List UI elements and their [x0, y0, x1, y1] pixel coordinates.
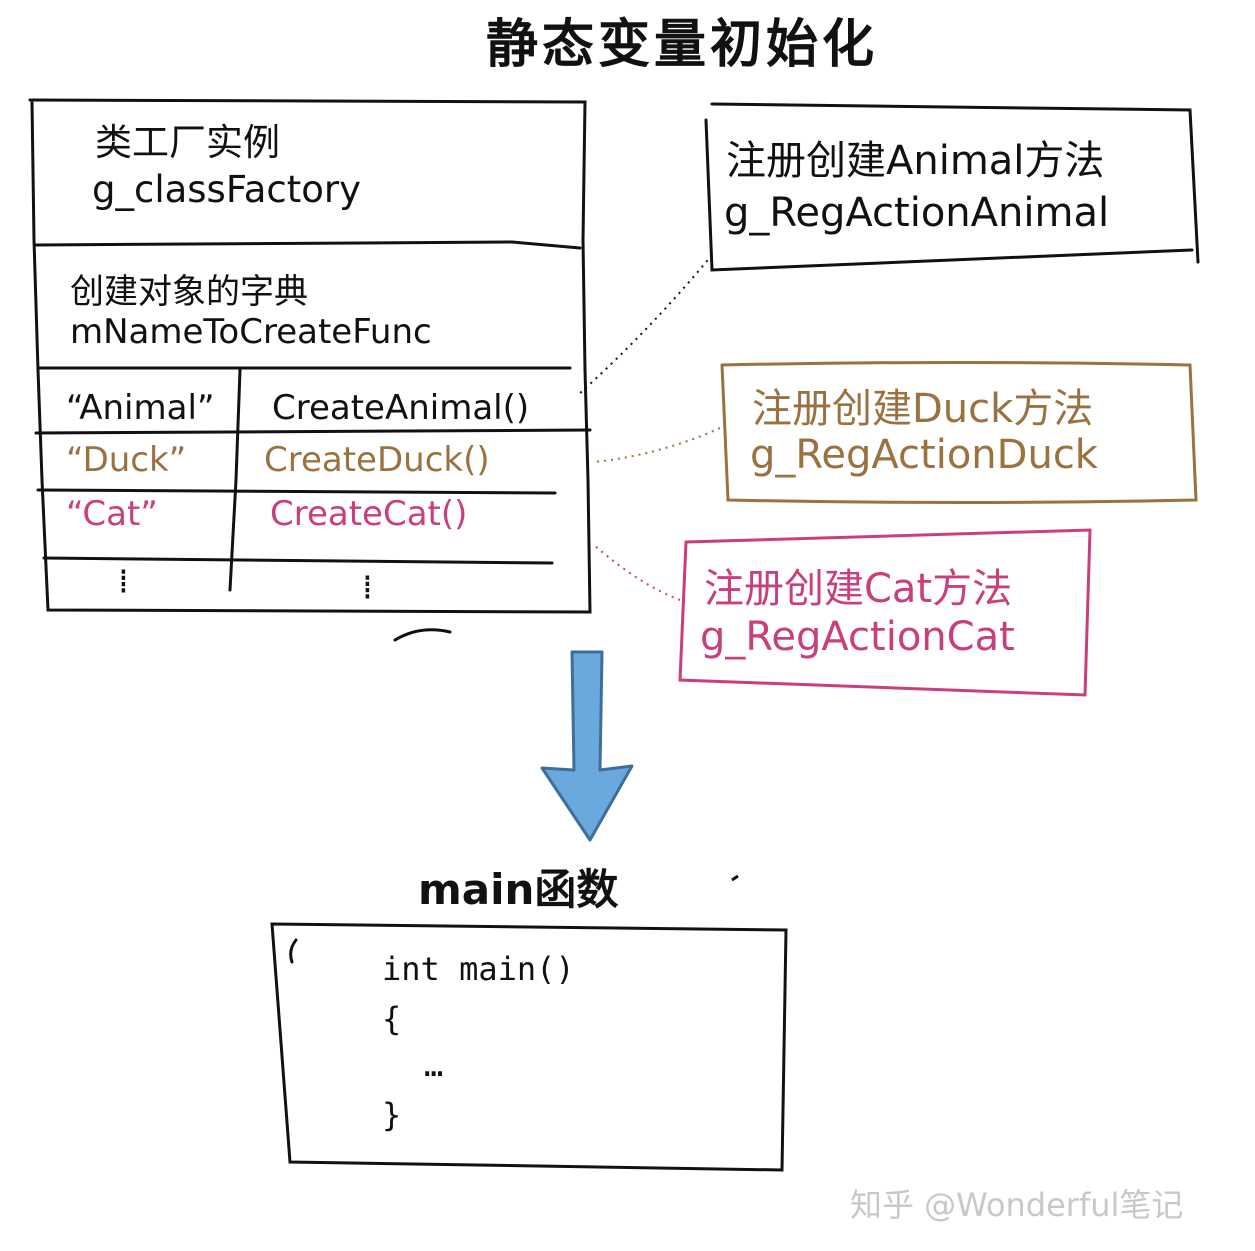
- animal-reg-label: 注册创建Animal方法: [726, 138, 1105, 184]
- row-func-animal: CreateAnimal(): [272, 388, 530, 428]
- duck-connector: [593, 427, 721, 463]
- duck-reg-box: [720, 361, 1198, 504]
- animal-reg-box: [704, 102, 1200, 272]
- code-line-4: }: [382, 1096, 402, 1134]
- watermark: 知乎 @Wonderful笔记: [850, 1186, 1184, 1224]
- column-divider: [228, 368, 242, 592]
- factory-divider: [34, 240, 582, 250]
- row-key-duck: “Duck”: [66, 440, 187, 480]
- row-key-animal: “Animal”: [66, 388, 215, 428]
- code-line-1: int main(): [382, 950, 575, 988]
- factory-bottom-curl: [393, 628, 452, 642]
- duck-reg-label: 注册创建Duck方法: [752, 386, 1094, 432]
- row-ellipsis-func: ⁞: [362, 568, 373, 608]
- code-line-3: …: [424, 1046, 444, 1084]
- code-line-2: {: [382, 1000, 402, 1038]
- factory-name: g_classFactory: [92, 168, 361, 211]
- row-func-duck: CreateDuck(): [264, 440, 490, 480]
- factory-box: [28, 98, 592, 614]
- cat-reg-name: g_RegActionCat: [700, 614, 1015, 660]
- row-divider-3: [42, 556, 554, 565]
- duck-reg-name: g_RegActionDuck: [750, 432, 1098, 478]
- dict-name: mNameToCreateFunc: [70, 312, 432, 352]
- row-key-cat: “Cat”: [66, 494, 158, 534]
- animal-reg-name: g_RegActionAnimal: [724, 190, 1110, 236]
- page-title: 静态变量初始化: [486, 15, 879, 75]
- dict-label: 创建对象的字典: [70, 272, 308, 312]
- row-func-cat: CreateCat(): [270, 494, 468, 534]
- cat-reg-label: 注册创建Cat方法: [704, 566, 1013, 612]
- factory-label: 类工厂实例: [95, 121, 280, 164]
- cat-connector: [593, 544, 681, 601]
- main-code-box: [270, 922, 788, 1172]
- row-divider-1: [34, 428, 592, 435]
- main-title: main函数: [418, 865, 619, 914]
- row-divider-2: [36, 488, 557, 495]
- row-ellipsis-key: ⁞: [118, 562, 129, 602]
- down-arrow: [540, 650, 634, 842]
- cat-reg-box: [678, 528, 1092, 697]
- animal-connector: [577, 254, 713, 396]
